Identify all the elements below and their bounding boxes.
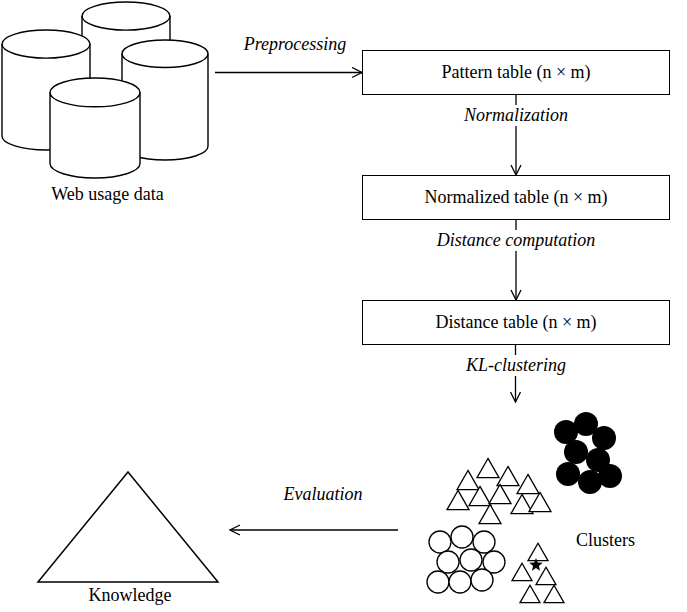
flow-arrow xyxy=(215,72,362,73)
database-group: Web usage data xyxy=(0,0,215,212)
cylinder-rim xyxy=(122,54,208,68)
star-marker xyxy=(529,558,542,571)
cluster-triangle xyxy=(529,492,551,511)
box-label: Normalized table (n × m) xyxy=(424,187,607,208)
flow-arrow xyxy=(230,529,398,530)
edge-label: KL-clustering xyxy=(463,355,569,376)
cluster-circle xyxy=(449,571,471,593)
cluster-triangle xyxy=(497,466,519,485)
cluster-triangle xyxy=(517,474,539,493)
cluster-circle xyxy=(451,526,473,548)
cluster-triangle xyxy=(447,490,469,509)
database-group-drawing xyxy=(0,0,215,212)
process-box: Distance table (n × m) xyxy=(362,300,670,345)
cylinder xyxy=(50,78,140,178)
cluster-triangle xyxy=(489,484,511,503)
cluster-dot xyxy=(556,462,580,486)
cluster-circle xyxy=(427,571,449,593)
cylinder-rim xyxy=(2,44,90,58)
cluster-triangle xyxy=(469,486,491,505)
cluster-circle xyxy=(460,549,482,571)
cluster-triangle xyxy=(544,585,564,602)
cluster-triangle xyxy=(477,458,499,477)
edge-label: Normalization xyxy=(461,105,571,126)
figure-label: Knowledge xyxy=(30,585,230,606)
box-label: Pattern table (n × m) xyxy=(441,62,590,83)
figure-label: Web usage data xyxy=(0,184,215,205)
cylinder-rim xyxy=(50,92,140,106)
cluster-circle xyxy=(437,551,459,573)
cluster-circle xyxy=(429,531,451,553)
edge-label: Preprocessing xyxy=(241,34,350,55)
cluster-circle xyxy=(471,569,493,591)
cluster-triangle xyxy=(479,504,501,523)
cylinder-rim xyxy=(82,16,170,30)
triangle-outline xyxy=(38,472,218,582)
cluster-triangle xyxy=(457,470,479,489)
cluster-group: Clusters xyxy=(398,402,633,608)
cluster-dot xyxy=(598,464,622,488)
cluster-triangle xyxy=(528,543,548,560)
cluster-dot xyxy=(564,440,588,464)
box-label: Distance table (n × m) xyxy=(435,312,596,333)
edge-label: Distance computation xyxy=(434,230,598,251)
cluster-triangle xyxy=(520,585,540,602)
cluster-group-drawing xyxy=(398,402,633,608)
process-box: Pattern table (n × m) xyxy=(362,50,670,95)
edge-label: Evaluation xyxy=(281,484,366,505)
figure-label: Clusters xyxy=(576,530,635,551)
process-box: Normalized table (n × m) xyxy=(362,175,670,220)
cluster-dot xyxy=(592,426,616,450)
knowledge-triangle: Knowledge xyxy=(30,464,230,610)
cluster-triangle xyxy=(512,563,532,580)
